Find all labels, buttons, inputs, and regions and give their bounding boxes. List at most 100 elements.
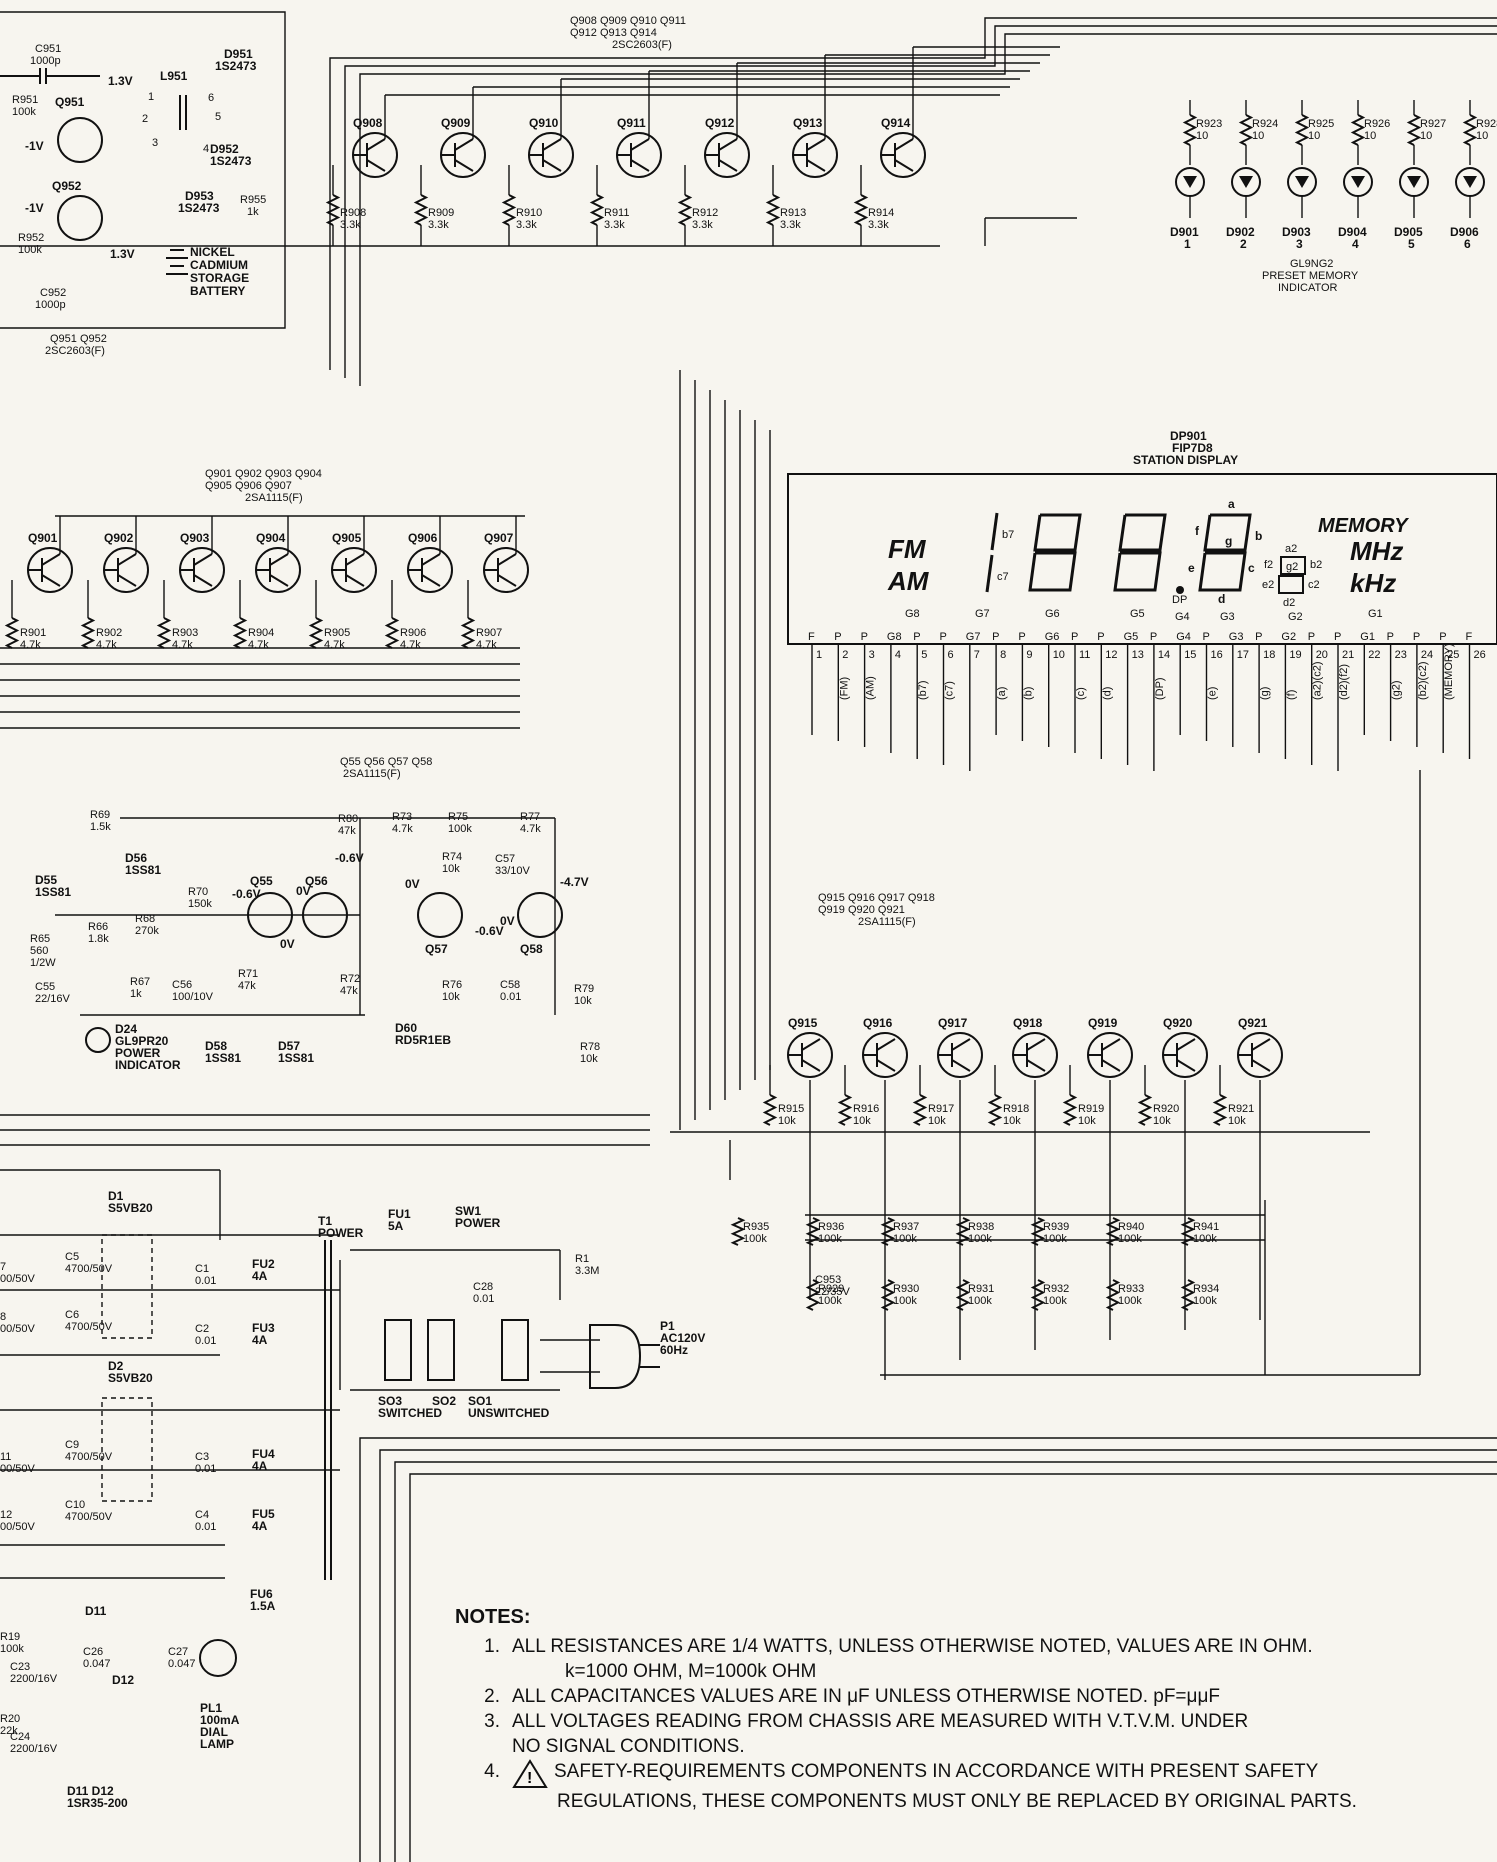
d951-label: D951 (224, 47, 253, 61)
r66-label: R66 (88, 921, 108, 933)
r951-value: 100k (12, 106, 36, 118)
pin-type: G2 (1281, 631, 1296, 643)
fu6-label: 1.5A (250, 1599, 276, 1613)
power-indicator-circuit: Q55 Q56 Q57 Q58 2SA1115(F) R691.5kD561SS… (30, 756, 600, 1072)
r71-label: R71 (238, 968, 258, 980)
pin-name: (a) (996, 687, 1008, 700)
station-display: DP901 FIP7D8 STATION DISPLAY FM AM MEMOR… (808, 429, 1486, 700)
note-subtext: REGULATIONS, THESE COMPONENTS MUST ONLY … (557, 1791, 1357, 1812)
pin-number: 16 (1211, 649, 1223, 661)
voltage-label: 0V (280, 937, 295, 951)
pin-type: P (992, 631, 999, 643)
battery-footer: Q951 Q952 (50, 333, 107, 345)
transistor-label: Q903 (180, 531, 210, 545)
pin-number: 10 (1053, 649, 1065, 661)
resistor-value: 3.3k (428, 219, 449, 231)
resistor-label: R905 (324, 627, 350, 639)
note-item: 4. ! SAFETY-REQUIREMENTS COMPONENTS IN A… (455, 1759, 1475, 1789)
led-label: D902 (1226, 225, 1255, 239)
resistor-value: 100k (893, 1233, 917, 1245)
c24-label: C24 (10, 1731, 30, 1743)
d24-label: D24 (115, 1022, 137, 1036)
d952-label: D952 (210, 142, 239, 156)
r1-label: 3.3M (575, 1265, 599, 1277)
p1-label: 60Hz (660, 1343, 688, 1357)
resistor-label: R933 (1118, 1283, 1144, 1295)
r76-label: 10k (442, 991, 460, 1003)
pin-number: 15 (1184, 649, 1196, 661)
grid-label: G5 (1130, 608, 1145, 620)
resistor-value: 100k (818, 1233, 842, 1245)
transistor-label: Q913 (793, 116, 823, 130)
segment-b7 (990, 512, 999, 551)
led-caption: PRESET MEMORY (1262, 270, 1359, 282)
d1112-label: D11 D12 (67, 1784, 114, 1798)
resistor-label: R913 (780, 207, 806, 219)
resistor-value: 3.3k (340, 219, 361, 231)
ac-plug-icon (589, 1324, 642, 1389)
pin-type: P (940, 631, 947, 643)
resistor-value: 4.7k (20, 639, 41, 651)
r74-label: R74 (442, 851, 462, 863)
resistor-icon (1105, 1217, 1121, 1246)
pin-name: (a2)(c2) (1312, 661, 1324, 700)
fu6-label: FU6 (250, 1587, 273, 1601)
led-caption: GL9NG2 (1290, 258, 1333, 270)
t1-label: POWER (318, 1226, 364, 1240)
resistor-icon (1105, 1279, 1121, 1311)
transistor-group-mid: Q901 Q902 Q903 Q904 Q905 Q906 Q907 2SA11… (4, 468, 529, 651)
pin-number: 25 (1447, 649, 1459, 661)
pin-number: 23 (1395, 649, 1407, 661)
r72-label: 47k (340, 985, 358, 997)
transistor-label: Q901 (28, 531, 58, 545)
pin-name: (c) (1075, 687, 1087, 700)
pin-label: 4 (203, 143, 209, 155)
resistor-value: 10k (1078, 1115, 1096, 1127)
resistor-label: R936 (818, 1221, 844, 1233)
group-header-line: 2SA1115(F) (858, 916, 916, 928)
sw1-label: SW1 (455, 1204, 481, 1218)
c1-label: 0.01 (195, 1275, 216, 1287)
resistor-label: R940 (1118, 1221, 1144, 1233)
q55-label: Q55 (250, 874, 273, 888)
c56-label: C56 (172, 979, 192, 991)
d60-label: D60 (395, 1021, 417, 1035)
pin-type: P (1097, 631, 1104, 643)
group-header-line: Q919 Q920 Q921 (818, 904, 905, 916)
pin-number: 14 (1158, 649, 1170, 661)
fu5-label: 4A (252, 1519, 268, 1533)
group-header-line: 2SA1115(F) (343, 768, 401, 780)
seg-label: a2 (1285, 543, 1297, 555)
d952-value: 1S2473 (210, 154, 252, 168)
led-label: D905 (1394, 225, 1423, 239)
grid-label: G6 (1045, 608, 1060, 620)
fu1-label: 5A (388, 1219, 404, 1233)
pin-type: G6 (1045, 631, 1060, 643)
resistor-label: R912 (692, 207, 718, 219)
grid-label: G1 (1368, 608, 1383, 620)
r66-label: 1.8k (88, 933, 109, 945)
voltage-label: -1V (25, 139, 44, 153)
pin-type: P (1334, 631, 1341, 643)
c10-label: C10 (65, 1499, 85, 1511)
resistor-value: 4.7k (476, 639, 497, 651)
resistor-icon (805, 1279, 821, 1311)
r67-label: R67 (130, 976, 150, 988)
warning-triangle-icon: ! (512, 1759, 548, 1788)
grid-label: G2 (1288, 611, 1303, 623)
fu3-label: FU3 (252, 1321, 275, 1335)
resistor-icon (912, 1094, 928, 1126)
svg-text:!: ! (527, 1770, 532, 1787)
c23-label: C23 (10, 1661, 30, 1673)
d953-label: D953 (185, 189, 214, 203)
resistor-icon (1294, 114, 1310, 146)
resistor-icon (1062, 1094, 1078, 1126)
pin-number: 3 (869, 649, 875, 661)
resistor-icon (156, 617, 172, 649)
resistor-icon (4, 617, 20, 649)
r65-label: 560 (30, 945, 48, 957)
resistor-value: 3.3k (604, 219, 625, 231)
led-label: D903 (1282, 225, 1311, 239)
capacitor-label: 00/50V (0, 1323, 36, 1335)
r20-label: R20 (0, 1713, 20, 1725)
